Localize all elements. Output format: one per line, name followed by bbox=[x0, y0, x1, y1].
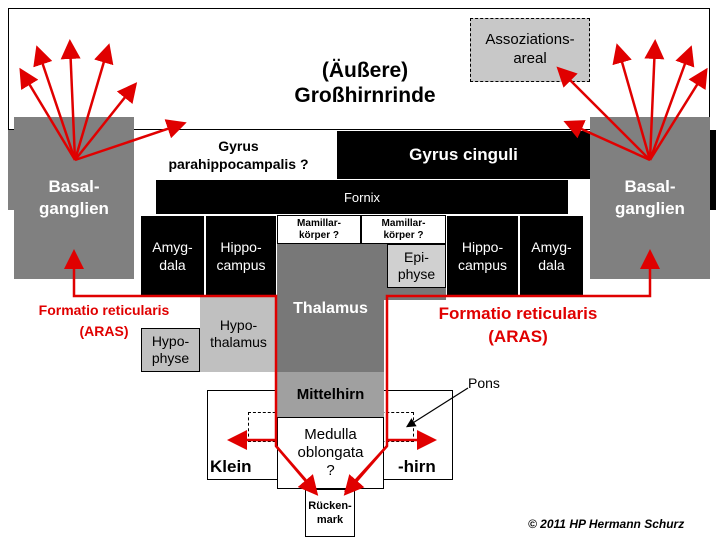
cerebellum-label-left: Klein bbox=[210, 457, 252, 476]
mamillary-body-right: Mamillar- körper ? bbox=[361, 215, 446, 244]
arrow-bgr-2 bbox=[648, 45, 695, 161]
copyright-notice: © 2011 HP Hermann Schurz bbox=[528, 517, 685, 531]
amygdala-left: Amyg- dala bbox=[140, 215, 205, 297]
thalamus: Thalamus bbox=[277, 296, 384, 372]
arrow-bgr-4 bbox=[612, 43, 652, 161]
arrow-bgl-2 bbox=[33, 45, 77, 161]
amygdala-right: Amyg- dala bbox=[519, 215, 584, 297]
arrow-bgr-3 bbox=[644, 39, 665, 161]
aras-pathway bbox=[64, 249, 660, 496]
gyrus-parahippocampalis: Gyrus parahippocampalis ? bbox=[140, 131, 337, 179]
right-edge-strip bbox=[710, 130, 716, 210]
epiphyse: Epi- physe bbox=[387, 244, 446, 288]
association-area-box: Assoziations- areal bbox=[470, 18, 590, 82]
spinal-cord: Rücken- mark bbox=[305, 489, 355, 537]
aras-right-path bbox=[344, 249, 660, 493]
formatio-reticularis-left-label: Formatio reticularis (ARAS) bbox=[38, 302, 170, 339]
cortex-label: (Äußere) Großhirnrinde bbox=[294, 59, 436, 108]
midbrain: Mittelhirn bbox=[277, 372, 384, 417]
cortex-region bbox=[8, 8, 710, 130]
hypothalamus: Hypo- thalamus bbox=[200, 296, 277, 372]
arrow-bgl-6 bbox=[74, 119, 187, 162]
mamillary-body-left: Mamillar- körper ? bbox=[277, 215, 361, 244]
arrow-bgl-3 bbox=[60, 39, 81, 161]
medulla-oblongata: Medulla oblongata ? bbox=[277, 417, 384, 489]
arrow-bgr-6 bbox=[563, 120, 651, 162]
arrow-bgl-5 bbox=[74, 82, 138, 161]
pons-label: Pons bbox=[468, 375, 500, 391]
arrow-bgr-1 bbox=[648, 67, 708, 161]
basal-ganglia-left-arrows bbox=[19, 39, 187, 162]
hypophyse: Hypo- physe bbox=[141, 328, 200, 372]
fornix: Fornix bbox=[155, 179, 569, 215]
formatio-reticularis-right-label: Formatio reticularis (ARAS) bbox=[438, 304, 598, 346]
arrow-bgr-5 bbox=[556, 66, 651, 161]
cerebellum-label-right: -hirn bbox=[398, 457, 436, 476]
arrow-bgl-1 bbox=[19, 67, 77, 161]
arrow-bgl-4 bbox=[73, 43, 114, 161]
aras-left-path bbox=[64, 249, 317, 493]
hippocampus-left: Hippo- campus bbox=[205, 215, 277, 297]
hippocampus-right: Hippo- campus bbox=[446, 215, 519, 297]
arrow-to-spinal-left bbox=[275, 445, 319, 496]
left-edge-strip bbox=[8, 130, 14, 210]
basal-ganglia-right-arrows bbox=[556, 39, 708, 162]
gyrus-cinguli: Gyrus cinguli bbox=[337, 131, 590, 179]
arrow-to-spinal-right bbox=[343, 445, 388, 496]
pons-pointer-arrow bbox=[405, 387, 469, 428]
